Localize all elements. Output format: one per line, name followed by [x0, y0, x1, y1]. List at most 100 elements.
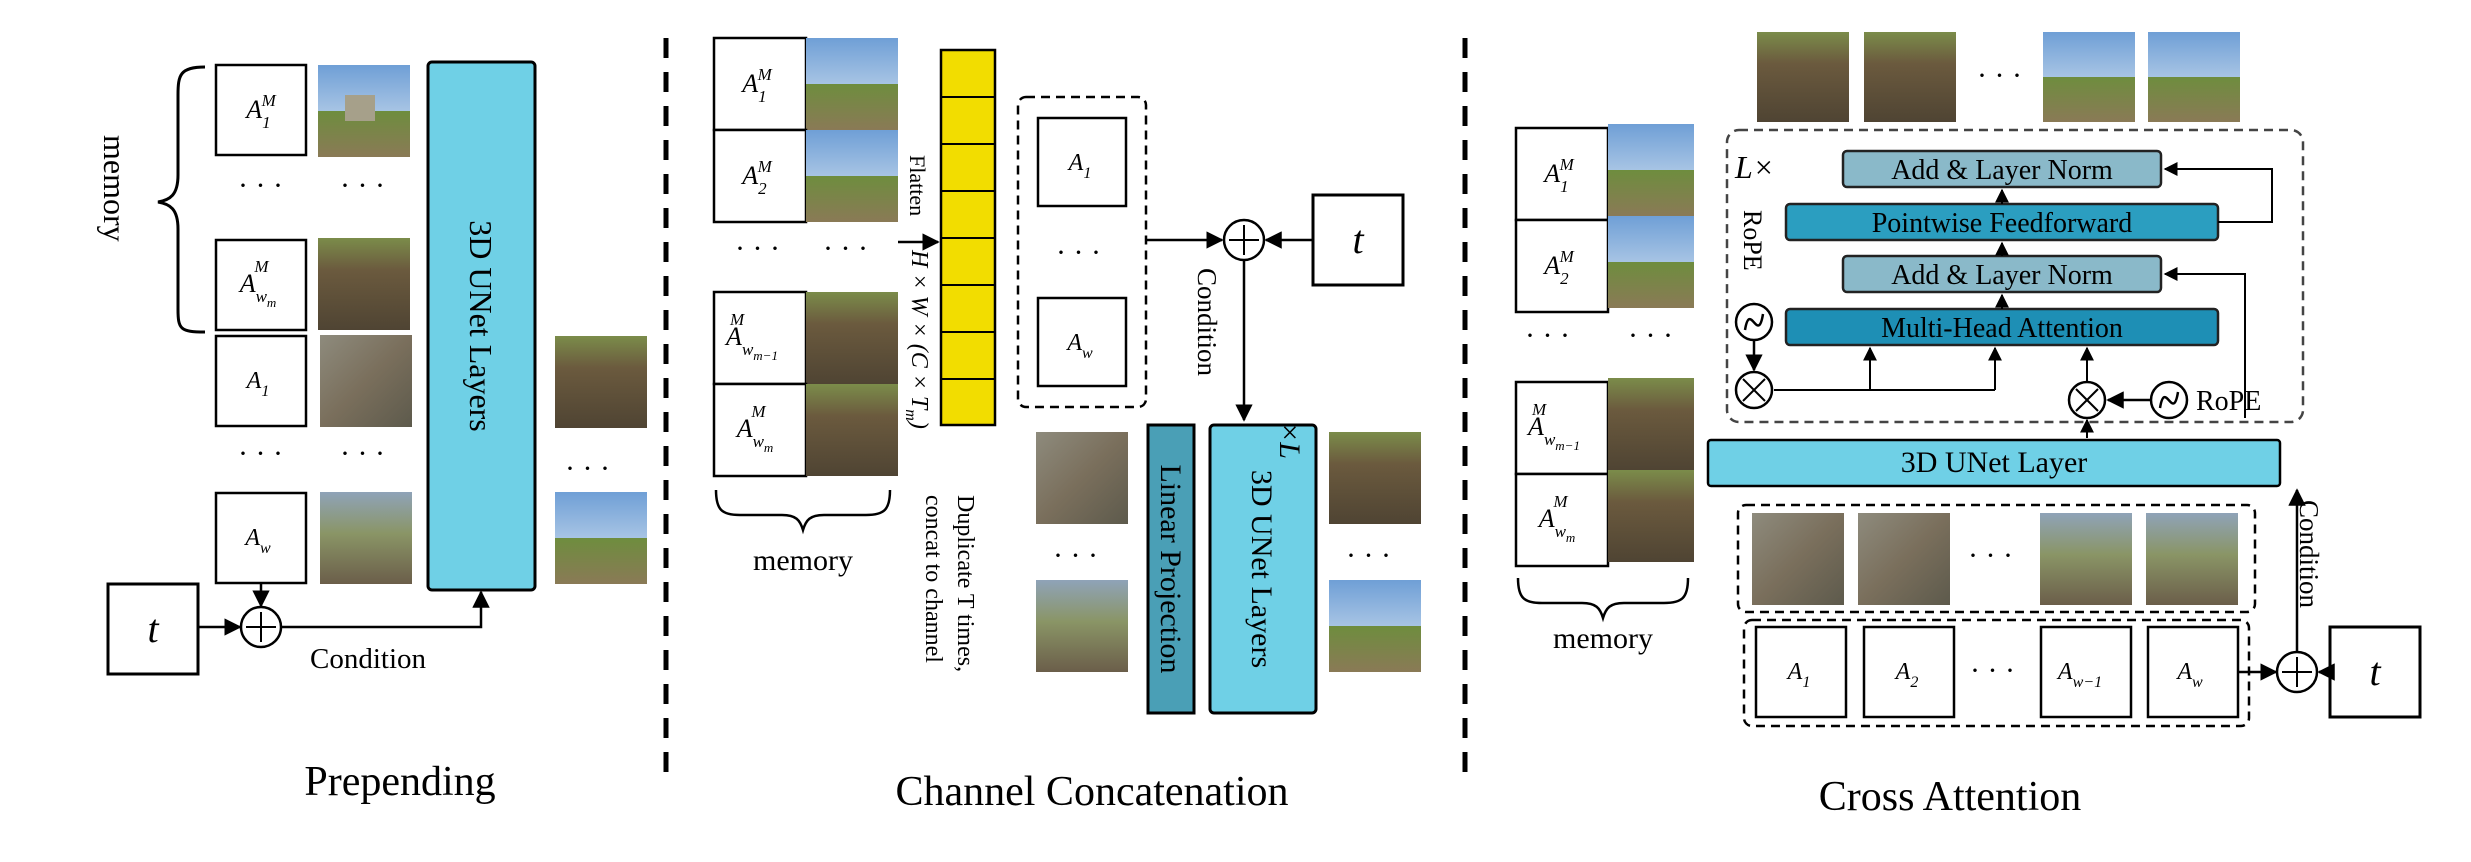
linear-projection-block — [1146, 423, 1196, 715]
action-box — [1036, 296, 1128, 388]
unet-label: 3D UNet Layers — [463, 220, 499, 431]
rope-label: RoPE — [1738, 210, 1767, 271]
action-box — [2039, 625, 2133, 719]
ellipsis: · · · — [238, 437, 283, 470]
output-frame-image — [555, 336, 647, 428]
ellipsis: · · · — [1056, 236, 1101, 269]
unet-label: 3D UNet Layers — [1245, 470, 1278, 668]
add-norm-label: Add & Layer Norm — [1891, 260, 2113, 291]
timestep-label: t — [2369, 649, 2381, 694]
memory-action-label: AwmM — [238, 257, 277, 310]
memory-action-label: A1M — [1542, 155, 1574, 196]
memory-frame-image — [806, 384, 898, 476]
ellipsis: · · · — [1346, 539, 1391, 572]
condition-label: Condition — [1192, 268, 1222, 377]
add-norm-label: Add & Layer Norm — [1891, 155, 2113, 186]
unet-block — [1208, 423, 1318, 715]
action-label: A1 — [1786, 659, 1811, 691]
action-label: A1 — [1067, 150, 1092, 182]
ellipsis: · · · — [565, 452, 610, 485]
ellipsis: · · · — [735, 232, 780, 265]
memory-frame-image — [806, 38, 898, 130]
memory-frame-image — [1608, 378, 1694, 470]
action-label: Aw−1 — [2056, 659, 2102, 691]
ellipsis: · · · — [1970, 654, 2015, 687]
residual-arrow — [2163, 267, 2246, 418]
memory-frame-image — [318, 238, 410, 330]
transformer-block — [1725, 128, 2305, 424]
condition-label: Condition — [310, 643, 427, 675]
memory-action-label: AwmM — [1537, 492, 1576, 545]
timestep-label: t — [1352, 217, 1364, 262]
memory-action-box — [1514, 126, 1610, 222]
memory-frame-image — [1757, 32, 1849, 122]
output-frame-image — [1329, 580, 1421, 672]
memory-frame-image — [806, 292, 898, 384]
timestep-box — [2328, 625, 2422, 719]
action-box — [2146, 625, 2240, 719]
memory-frame-image — [2043, 32, 2135, 122]
memory-action-label: Awm−1M — [1526, 400, 1580, 453]
memory-frame-image — [1608, 470, 1694, 562]
noisy-frame-image — [320, 492, 412, 584]
memory-action-box — [214, 238, 308, 332]
flattened-tokens-stack — [939, 48, 997, 427]
memory-action-box — [712, 128, 808, 224]
memory-action-label: A1M — [244, 91, 276, 132]
panel-title: Channel Concatenation — [895, 769, 1288, 815]
add-norm-block — [1841, 149, 2163, 189]
noisy-frame-image — [2040, 513, 2132, 605]
memory-frame-image — [2148, 32, 2240, 122]
noisy-frame-image — [1036, 580, 1128, 672]
memory-label: memory — [97, 135, 133, 242]
flatten-label: Flatten — [905, 155, 930, 216]
frame-house-shape — [345, 95, 375, 121]
condition-label: Condition — [2294, 500, 2324, 609]
action-label: Aw — [243, 525, 271, 557]
channel-concat-panel: A1M A2M · · · · · · Awm−1M AwmM memory F… — [712, 36, 1421, 815]
action-group — [1016, 95, 1148, 409]
memory-label: memory — [1553, 622, 1653, 655]
action-box — [1862, 625, 1956, 719]
timestep-box — [1311, 193, 1405, 287]
memory-action-box — [214, 63, 308, 157]
memory-action-label: Awm−1M — [724, 310, 778, 363]
memory-brace — [1516, 577, 1690, 623]
memory-action-label: A2M — [1542, 247, 1574, 288]
linear-projection-label: Linear Projection — [1154, 464, 1187, 673]
ellipsis: · · · — [1628, 319, 1673, 352]
timestep-box — [106, 582, 200, 676]
memory-action-label: A1M — [740, 65, 772, 106]
memory-brace — [157, 65, 206, 334]
ellipsis: · · · — [1977, 59, 2022, 92]
action-box — [214, 334, 308, 428]
action-label: Aw — [2175, 659, 2203, 691]
shape-label: H × W × (C × Tm) — [902, 249, 932, 429]
prepending-panel: memory A1M · · · · · · AwmM A1 · · · · ·… — [97, 60, 647, 805]
ellipsis: · · · — [238, 169, 283, 202]
memory-action-box — [712, 36, 808, 132]
noisy-frame-image — [1036, 432, 1128, 524]
ellipsis: · · · — [1053, 539, 1098, 572]
ellipsis: · · · — [1968, 539, 2013, 572]
residual-arrow — [2163, 162, 2273, 223]
memory-action-label: AwmM — [735, 402, 774, 455]
rope-label: RoPE — [2196, 386, 2261, 417]
ellipsis: · · · — [340, 169, 385, 202]
memory-action-box — [712, 382, 808, 478]
panel-title: Cross Attention — [1819, 774, 2082, 820]
memory-frame-image — [806, 130, 898, 222]
multi-head-attention-label: Multi-Head Attention — [1881, 313, 2123, 344]
action-box — [1754, 625, 1848, 719]
layers-multiplier: ×L — [1273, 422, 1306, 459]
memory-action-label: A2M — [740, 157, 772, 198]
action-label: A1 — [245, 368, 270, 400]
ellipsis: · · · — [1525, 319, 1570, 352]
unet-label: 3D UNet Layer — [1901, 446, 2088, 479]
action-box — [214, 491, 308, 585]
cross-attention-panel: A1M A2M · · · · · · Awm−1M AwmM memory ·… — [1514, 32, 2422, 820]
panel-title: Prepending — [304, 759, 495, 805]
noisy-frames-group — [1736, 503, 2257, 614]
action-label: A2 — [1894, 659, 1919, 691]
